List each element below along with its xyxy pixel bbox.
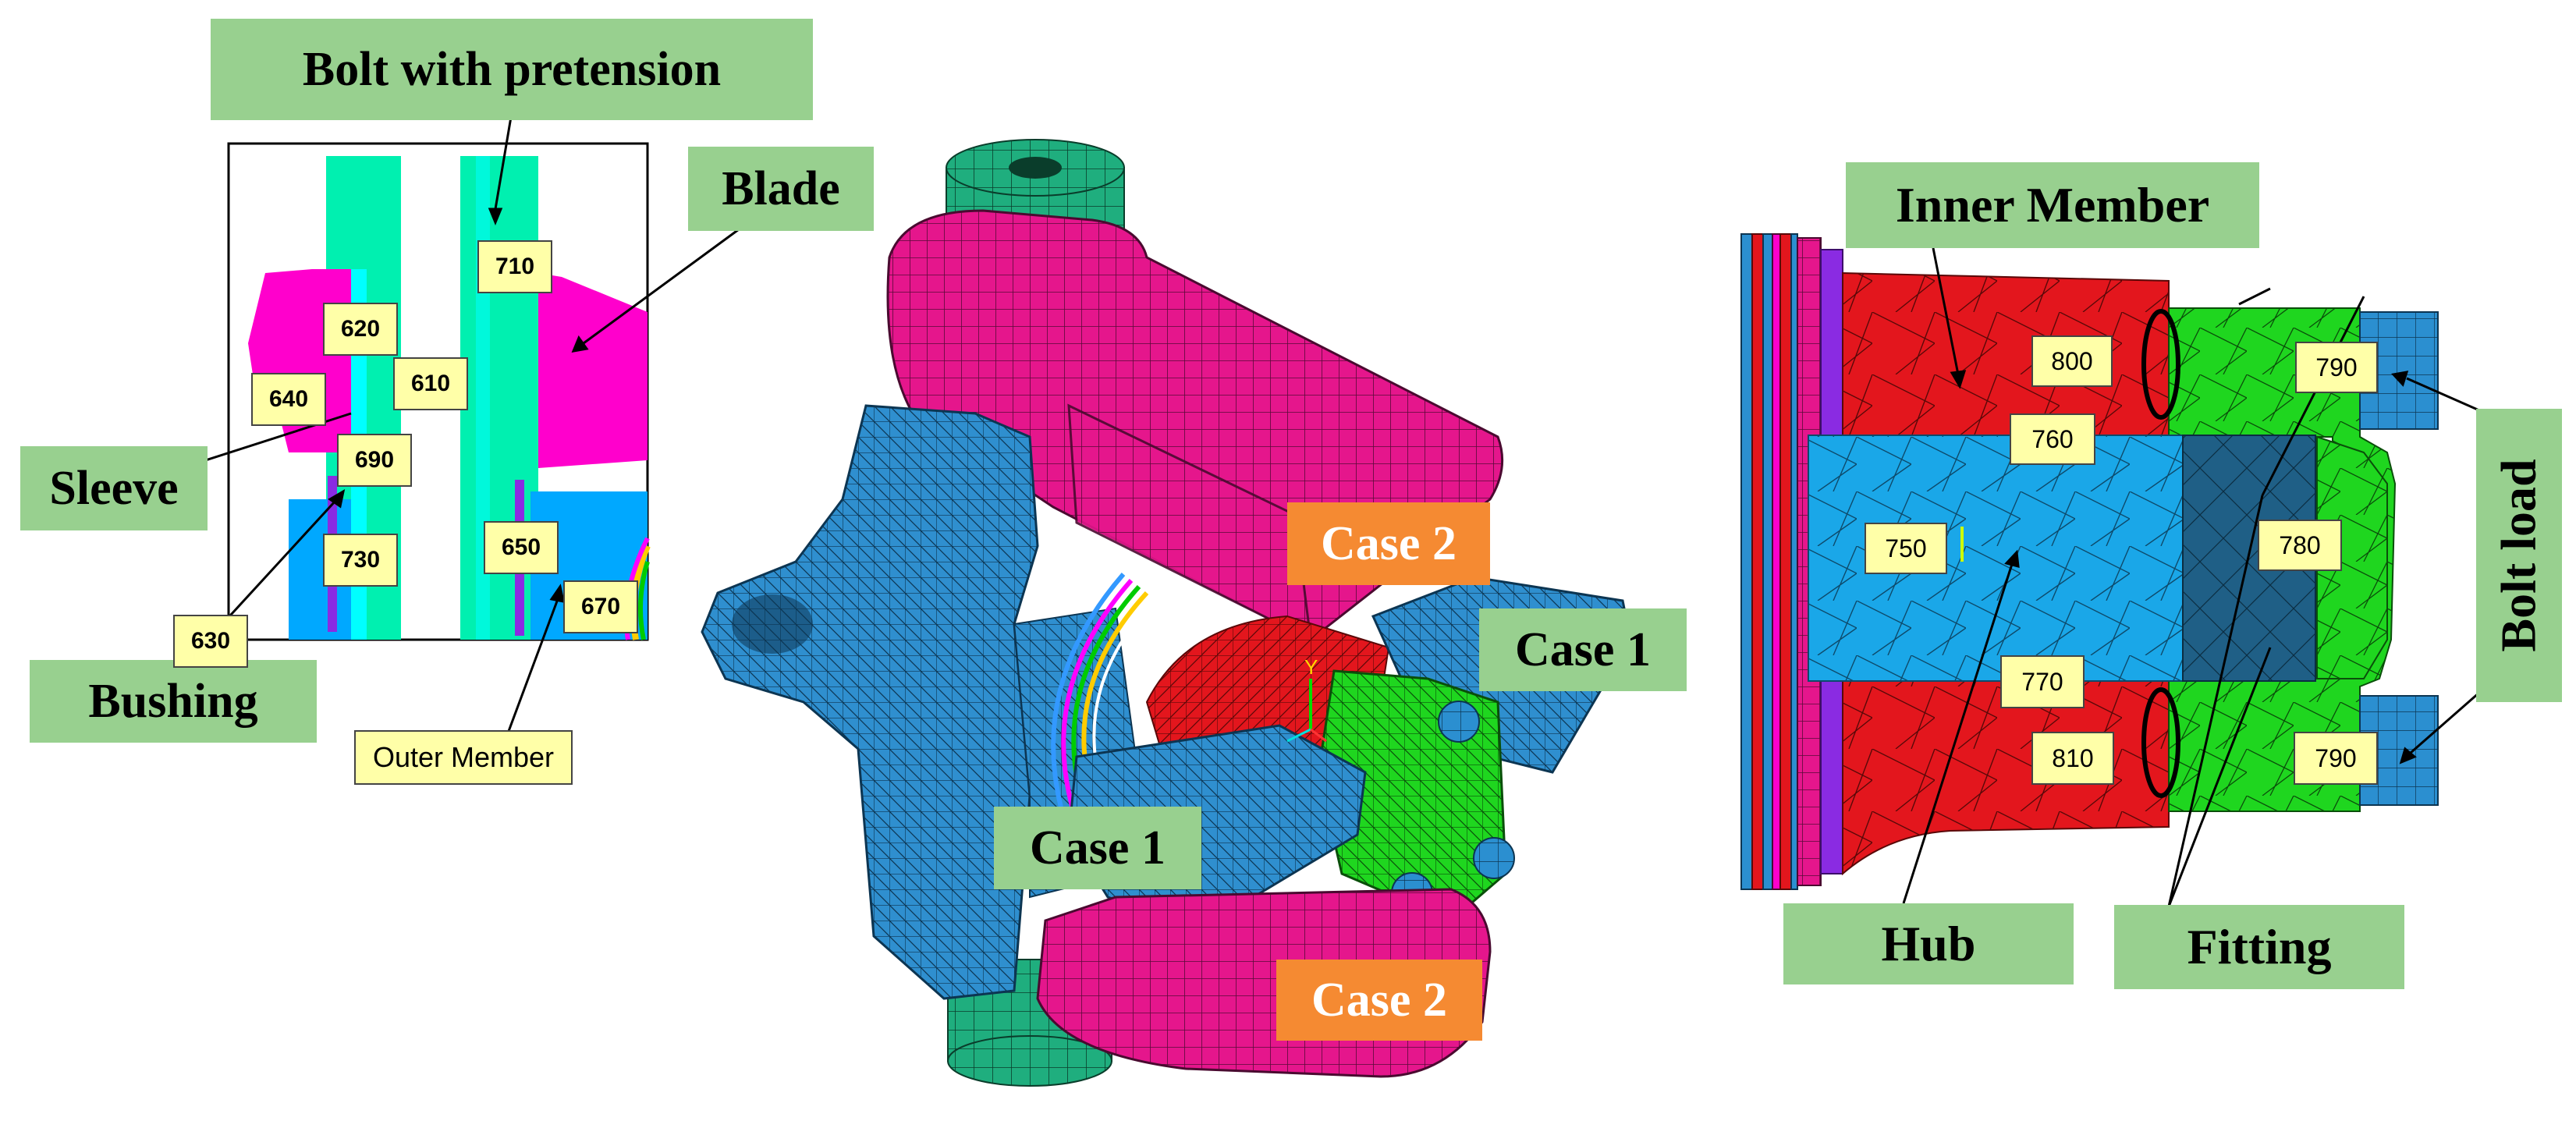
bushing-label: Bushing	[30, 660, 317, 743]
part-number-670: 670	[563, 580, 638, 633]
inner-member-label: Inner Member	[1846, 162, 2259, 248]
bolt-load-text: Bolt load	[2491, 459, 2546, 652]
outer-member-label: Outer Member	[354, 730, 573, 785]
blade-label: Blade	[688, 147, 874, 231]
part-number-730: 730	[323, 534, 398, 587]
part-number-790-bottom: 790	[2294, 732, 2378, 785]
part-number-810: 810	[2031, 732, 2114, 785]
part-number-800: 800	[2031, 335, 2113, 387]
part-number-780: 780	[2258, 520, 2342, 571]
case-2-top-label: Case 2	[1287, 502, 1490, 585]
part-number-770: 770	[2000, 655, 2085, 708]
case-1-right-label: Case 1	[1479, 608, 1687, 691]
part-number-650: 650	[484, 521, 559, 574]
part-number-640: 640	[251, 373, 326, 426]
case-2-bottom-label: Case 2	[1276, 960, 1482, 1041]
part-number-750: 750	[1865, 523, 1947, 574]
bolt-with-pretension-label: Bolt with pretension	[211, 19, 813, 120]
sleeve-label: Sleeve	[20, 446, 208, 530]
fitting-label: Fitting	[2114, 905, 2404, 989]
part-number-620: 620	[323, 303, 398, 356]
axis-y-label: Y	[1304, 655, 1318, 679]
part-number-710: 710	[477, 240, 552, 293]
right-leader-lines	[1902, 247, 2487, 907]
hub-label: Hub	[1783, 903, 2074, 984]
part-number-760: 760	[2010, 413, 2095, 465]
part-number-790-top: 790	[2295, 342, 2378, 393]
left-leader-lines	[190, 116, 748, 740]
part-number-610: 610	[393, 357, 468, 410]
part-number-630: 630	[173, 615, 248, 668]
right-hub-section	[1740, 233, 2439, 890]
bolt-load-label: Bolt load	[2476, 409, 2562, 702]
part-number-690: 690	[337, 434, 412, 487]
case-1-left-label: Case 1	[994, 807, 1201, 889]
